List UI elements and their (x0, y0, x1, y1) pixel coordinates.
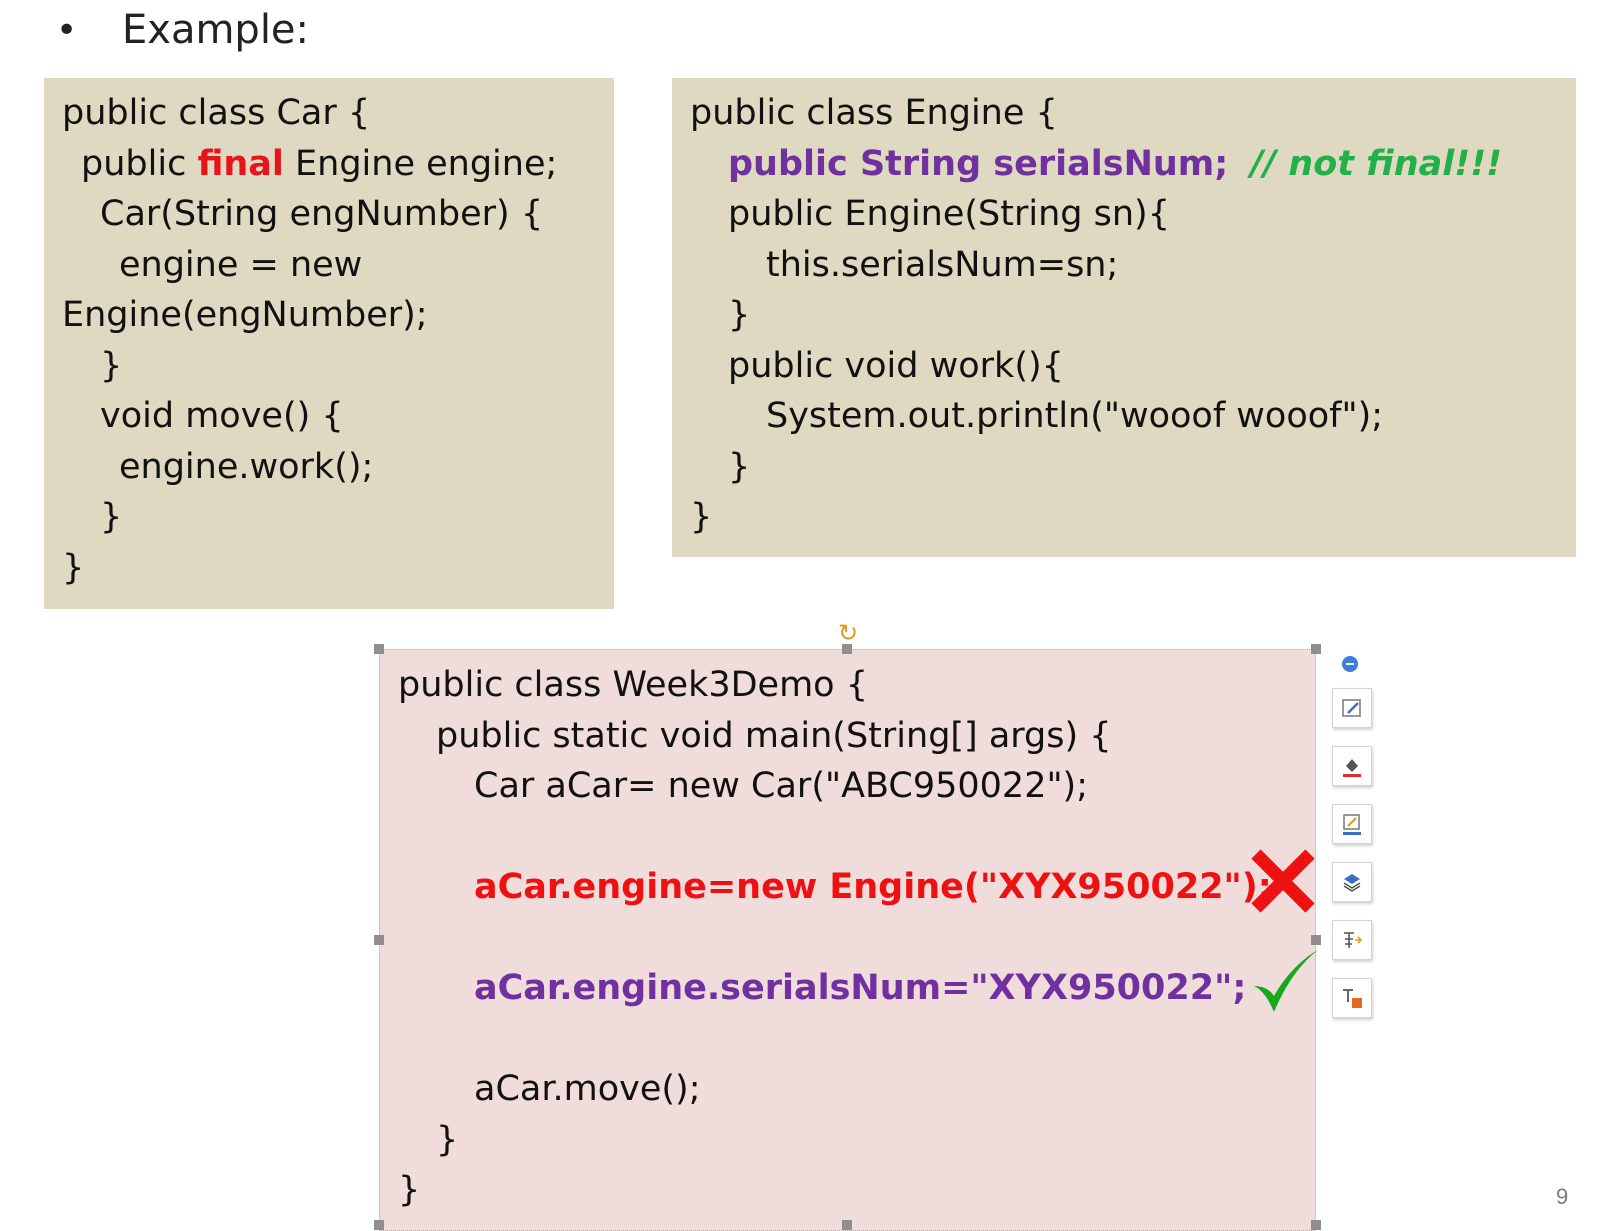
serials-field-declaration: public String serialsNum; (728, 143, 1229, 184)
code-line: public class Car { (62, 93, 371, 133)
code-line: } (398, 1170, 421, 1210)
invalid-assignment-line: aCar.engine=new Engine("XYX950022"); (474, 867, 1272, 907)
code-line: } (100, 497, 123, 537)
code-token: public (81, 143, 198, 184)
resize-handle-left[interactable] (374, 935, 384, 945)
shape-outline-icon (1343, 814, 1361, 835)
code-line: Car(String engNumber) { (100, 194, 544, 234)
engine-class-code-box[interactable]: public class Engine { public String seri… (672, 78, 1576, 557)
cross-mark-icon (1251, 849, 1315, 913)
layout-options-icon (1342, 699, 1361, 717)
slide-heading: • Example: (56, 4, 309, 56)
code-line: } (728, 295, 751, 335)
resize-handle-right[interactable] (1311, 935, 1321, 945)
code-line: engine = new (119, 244, 363, 285)
code-line: System.out.println("wooof wooof"); (766, 396, 1384, 436)
code-line: public class Engine { (690, 93, 1058, 133)
resize-handle-bottom[interactable] (842, 1220, 852, 1230)
resize-handle-top-left[interactable] (374, 644, 384, 654)
text-box-icon (1343, 989, 1362, 1008)
resize-handle-bottom-left[interactable] (374, 1220, 384, 1230)
code-line: public Engine(String sn){ (728, 194, 1170, 234)
page-number: 9 (1556, 1184, 1569, 1209)
arrange-layers-icon (1343, 874, 1361, 892)
code-line: void move() { (100, 396, 344, 436)
code-line: this.serialsNum=sn; (766, 244, 1119, 285)
heading-text: Example: (122, 7, 310, 53)
code-line: aCar.move(); (474, 1069, 701, 1109)
resize-handle-bottom-right[interactable] (1311, 1220, 1321, 1230)
shape-outline-button[interactable] (1332, 804, 1372, 844)
code-line: public void work(){ (728, 345, 1064, 386)
not-final-comment: // not final!!! (1250, 143, 1503, 184)
layout-options-button[interactable] (1332, 688, 1372, 728)
resize-handle-top[interactable] (842, 644, 852, 654)
bullet-point: • (56, 9, 78, 51)
rotate-handle-icon[interactable]: ↻ (837, 619, 859, 647)
shape-fill-button[interactable] (1332, 746, 1372, 786)
code-line: Engine(engNumber); (62, 295, 428, 335)
resize-handle-top-right[interactable] (1311, 644, 1321, 654)
check-mark-icon (1254, 950, 1318, 1012)
arrange-layers-button[interactable] (1332, 862, 1372, 902)
code-line: Car aCar= new Car("ABC950022"); (474, 766, 1089, 806)
car-class-code-box[interactable]: public class Car { public final Engine e… (44, 78, 614, 609)
shape-fill-icon (1343, 759, 1361, 777)
code-line: public static void main(String[] args) { (436, 715, 1112, 756)
week3demo-code-box[interactable]: public class Week3Demo { public static v… (379, 649, 1316, 1231)
text-wrap-icon (1344, 932, 1363, 948)
blank-line (398, 913, 1297, 964)
text-box-button[interactable] (1332, 978, 1372, 1018)
code-line: } (690, 497, 713, 537)
code-line: public class Week3Demo { (398, 665, 868, 705)
collapse-toolbar-icon[interactable] (1342, 656, 1358, 672)
code-line: public String serialsNum; // not final!!… (690, 139, 1558, 190)
blank-line (398, 812, 1297, 863)
code-token: Engine engine; (283, 143, 558, 184)
code-line: } (728, 446, 751, 487)
code-line: engine.work(); (119, 446, 374, 487)
text-wrap-button[interactable] (1332, 920, 1372, 960)
code-line: public final Engine engine; (62, 139, 596, 190)
code-line: } (100, 345, 123, 386)
valid-assignment-line: aCar.engine.serialsNum="XYX950022"; (474, 968, 1247, 1008)
code-line: } (436, 1119, 459, 1160)
code-line: } (62, 547, 85, 588)
final-keyword: final (197, 143, 284, 184)
blank-line (398, 1014, 1297, 1065)
